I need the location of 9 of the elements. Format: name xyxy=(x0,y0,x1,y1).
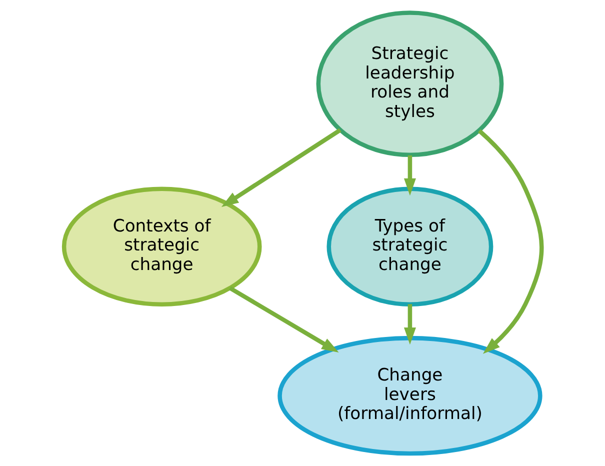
arrow xyxy=(228,286,338,353)
node-ellipse: Contexts of strategic change xyxy=(61,186,262,306)
arrow xyxy=(403,304,416,345)
arrow xyxy=(477,129,544,354)
arrow xyxy=(403,155,416,196)
node-ellipse: Change levers (formal/informal) xyxy=(277,336,542,456)
arrow xyxy=(220,128,341,207)
node-ellipse: Strategic leadership roles and styles xyxy=(316,10,504,158)
node-ellipse: Types of strategic change xyxy=(326,186,493,306)
